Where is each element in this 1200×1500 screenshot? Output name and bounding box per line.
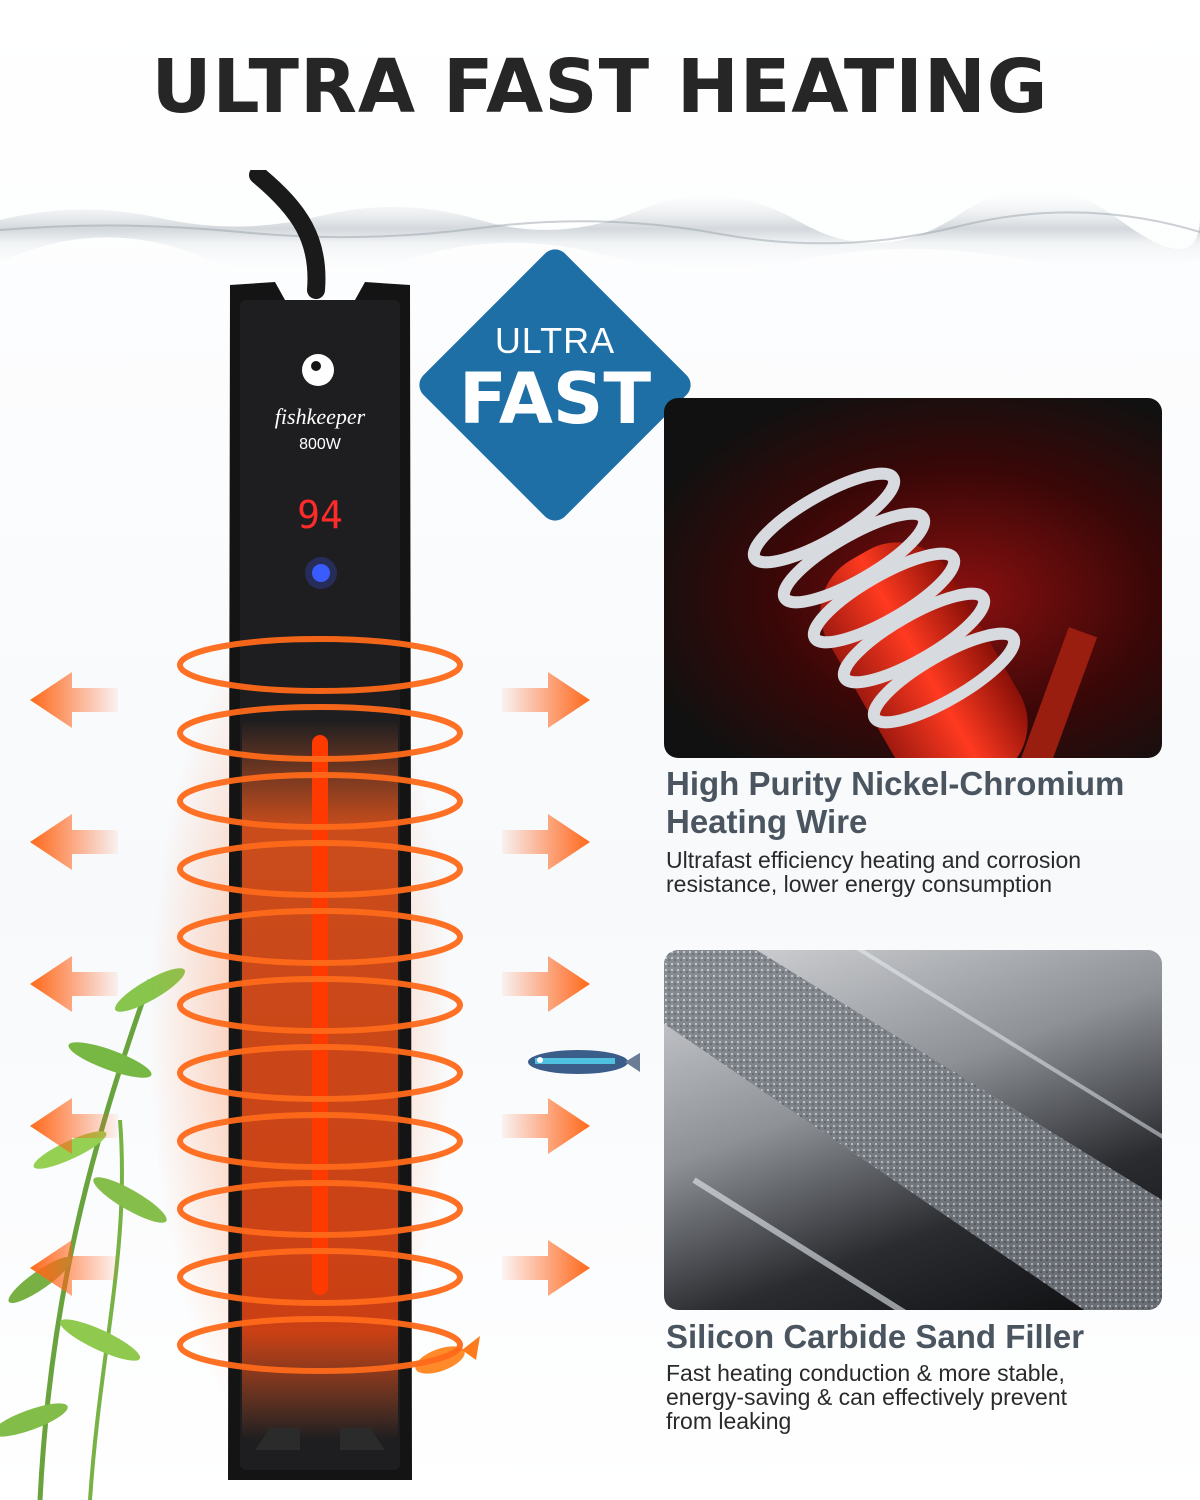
power-cable (249, 170, 326, 299)
badge-line-2: FAST (458, 358, 652, 440)
sand-tube-illustration (664, 950, 1162, 1310)
ultra-fast-badge: ULTRA FAST (410, 240, 700, 530)
heater-body: fishkeeper 800W 94 (228, 282, 412, 1480)
feature-2-desc-line-3: from leaking (666, 1408, 792, 1434)
heating-wire-photo (664, 398, 1162, 758)
heat-rings (177, 636, 463, 1374)
headline: ULTRA FAST HEATING (151, 44, 1049, 130)
feature-1-title-line-1: High Purity Nickel-Chromium (666, 765, 1125, 802)
heat-arrows-right (502, 672, 590, 1296)
feature-1-desc-line-2: resistance, lower energy consumption (666, 871, 1053, 897)
feature-2-desc-line-1: Fast heating conduction & more stable, (666, 1360, 1065, 1386)
heat-arrows-left (30, 672, 118, 1296)
feature-2-desc-line-2: energy-saving & can effectively prevent (666, 1384, 1068, 1410)
heater-illustration: fishkeeper 800W 94 (0, 170, 640, 1500)
feature-2-title: Silicon Carbide Sand Filler (666, 1318, 1186, 1356)
feature-1-description: Ultrafast efficiency heating and corrosi… (666, 848, 1186, 896)
water-surface (0, 188, 1200, 278)
feature-2-description: Fast heating conduction & more stable, e… (666, 1361, 1186, 1433)
badge-line-1: ULTRA (494, 320, 616, 361)
brand-label: fishkeeper (275, 404, 366, 429)
wattage-label: 800W (299, 436, 342, 453)
sand-filler-photo (664, 950, 1162, 1310)
temperature-display: 94 (297, 493, 343, 537)
feature-1-title-line-2: Heating Wire (666, 803, 868, 840)
feature-1-title: High Purity Nickel-Chromium Heating Wire (666, 765, 1186, 841)
feature-2-title-line-1: Silicon Carbide Sand Filler (666, 1318, 1085, 1355)
coil-illustration (747, 467, 1098, 758)
feature-1-desc-line-1: Ultrafast efficiency heating and corrosi… (666, 847, 1082, 873)
